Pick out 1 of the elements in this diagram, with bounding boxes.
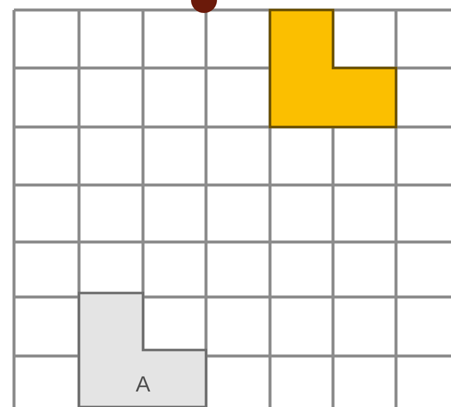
l-shape [268, 8, 398, 128]
